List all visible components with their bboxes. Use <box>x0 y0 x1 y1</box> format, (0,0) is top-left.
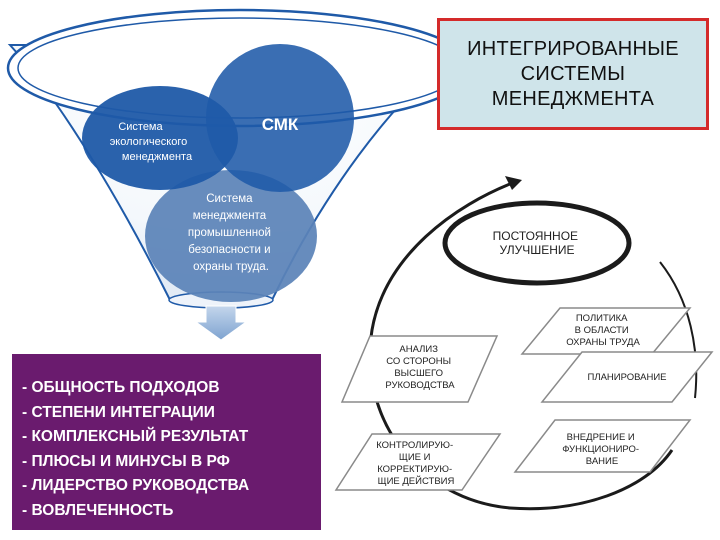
ohs-circle-label: Система менеджмента промышленной безопас… <box>188 193 274 273</box>
control-box-label: КОНТРОЛИРУЮ- ЩИЕ И КОРРЕКТИРУЮ- ЩИЕ ДЕЙС… <box>376 440 456 487</box>
qms-circle-label: СМК <box>262 115 299 134</box>
planning-box-label: ПЛАНИРОВАНИЕ <box>588 372 667 383</box>
control-box: КОНТРОЛИРУЮ- ЩИЕ И КОРРЕКТИРУЮ- ЩИЕ ДЕЙС… <box>334 433 502 491</box>
implementation-box: ВНЕДРЕНИЕ И ФУНКЦИОНИРО- ВАНИЕ <box>513 419 692 473</box>
principle-item: - ОБЩНОСТЬ ПОДХОДОВ <box>22 379 220 396</box>
analysis-box: АНАЛИЗ СО СТОРОНЫ ВЫСШЕГО РУКОВОДСТВА <box>340 335 499 403</box>
analysis-box-label: АНАЛИЗ СО СТОРОНЫ ВЫСШЕГО РУКОВОДСТВА <box>385 344 455 391</box>
implementation-box-label: ВНЕДРЕНИЕ И ФУНКЦИОНИРО- ВАНИЕ <box>562 432 641 467</box>
cycle-loop-arrowhead <box>505 176 522 190</box>
planning-box: ПЛАНИРОВАНИЕ <box>540 351 714 403</box>
principle-item: - СТЕПЕНИ ИНТЕГРАЦИИ <box>22 403 215 421</box>
page-title: ИНТЕГРИРОВАННЫЕ СИСТЕМЫ МЕНЕДЖМЕНТА <box>467 37 679 110</box>
ohs-circle: Система менеджмента промышленной безопас… <box>145 170 317 302</box>
principle-item: - ЛИДЕРСТВО РУКОВОДСТВА <box>22 477 250 494</box>
continual-improvement-oval: ПОСТОЯННОЕ УЛУЧШЕНИЕ <box>442 200 632 286</box>
qms-circle: СМК <box>206 44 354 192</box>
continual-improvement-label: ПОСТОЯННОЕ УЛУЧШЕНИЕ <box>493 229 582 257</box>
principle-item: - ВОВЛЕЧЕННОСТЬ <box>22 501 174 519</box>
principles-panel: - ОБЩНОСТЬ ПОДХОДОВ - СТЕПЕНИ ИНТЕГРАЦИИ… <box>12 354 321 530</box>
policy-box-label: ПОЛИТИКА В ОБЛАСТИ ОХРАНЫ ТРУДА <box>566 313 640 348</box>
principle-item: - КОМПЛЕКСНЫЙ РЕЗУЛЬТАТ <box>22 428 249 445</box>
ems-circle-label: Система экологического менеджмента <box>110 121 193 163</box>
title-box: ИНТЕГРИРОВАННЫЕ СИСТЕМЫ МЕНЕДЖМЕНТА <box>437 18 709 130</box>
ems-circle: Система экологического менеджмента <box>82 86 238 190</box>
cycle-right-arc <box>659 261 698 399</box>
policy-box: ПОЛИТИКА В ОБЛАСТИ ОХРАНЫ ТРУДА <box>520 307 692 355</box>
principle-item: - ПЛЮСЫ И МИНУСЫ В РФ <box>22 452 230 470</box>
improvement-cycle: ПОСТОЯННОЕ УЛУЧШЕНИЕ ПОЛИТИКА В ОБЛАСТИ … <box>334 176 714 511</box>
down-arrow-icon <box>194 305 248 341</box>
